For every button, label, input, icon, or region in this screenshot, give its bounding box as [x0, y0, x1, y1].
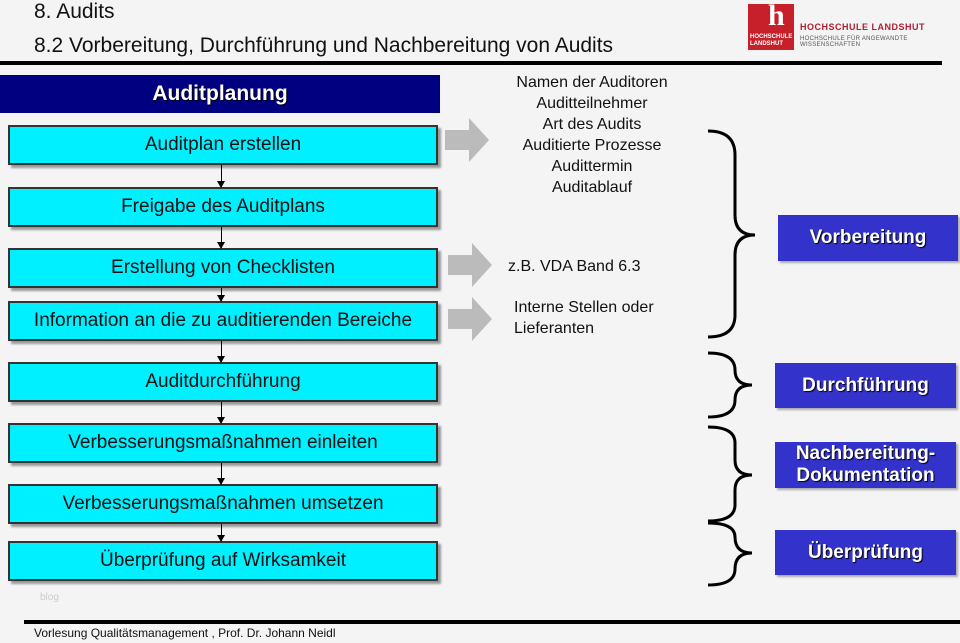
down-arrow-icon: [217, 288, 225, 302]
chapter-title: 8. Audits: [34, 0, 115, 23]
step-box: Auditplan erstellen: [8, 125, 438, 165]
step-box: Überprüfung auf Wirksamkeit: [8, 541, 438, 581]
down-arrow-icon: [217, 524, 225, 542]
down-arrow-icon: [217, 165, 225, 188]
step-box: Verbesserungsmaßnahmen umsetzen: [8, 484, 438, 524]
step-box: Verbesserungsmaßnahmen einleiten: [8, 423, 438, 463]
down-arrow-icon: [217, 341, 225, 363]
watermark: blog: [40, 592, 59, 603]
right-arrow-icon: [445, 118, 489, 162]
logo-name: HOCHSCHULE LANDSHUT: [800, 22, 925, 32]
down-arrow-icon: [217, 227, 225, 249]
phase-vorbereitung: Vorbereitung: [778, 215, 958, 261]
right-arrow-icon: [448, 243, 492, 287]
phase-durchfuehrung: Durchführung: [775, 363, 956, 408]
phase-nachbereitung: Nachbereitung-Dokumentation: [775, 442, 956, 488]
logo-mark-text: HOCHSCHULE LANDSHUT: [750, 34, 793, 47]
step-box: Erstellung von Checklisten: [8, 248, 438, 288]
phase-ueberpruefung: Überprüfung: [775, 530, 956, 575]
step-box: Information an die zu auditierenden Bere…: [8, 301, 438, 341]
step-box: Auditdurchführung: [8, 362, 438, 402]
brace-icon: [707, 129, 756, 587]
flow-heading: Auditplanung: [0, 75, 440, 113]
slide-title: 8.2 Vorbereitung, Durchführung und Nachb…: [34, 34, 614, 57]
checklist-note: z.B. VDA Band 6.3: [508, 258, 641, 275]
down-arrow-icon: [217, 402, 225, 424]
right-arrow-icon: [448, 297, 492, 341]
footer-text: Vorlesung Qualitätsmanagement , Prof. Dr…: [34, 626, 336, 640]
step-box: Freigabe des Auditplans: [8, 187, 438, 227]
down-arrow-icon: [217, 463, 225, 485]
logo-mark: h: [768, 0, 785, 32]
logo-subtitle: HOCHSCHULE FÜR ANGEWANDTE WISSENSCHAFTEN: [800, 36, 908, 48]
top-divider: [0, 61, 942, 65]
footer-divider: [24, 620, 960, 624]
